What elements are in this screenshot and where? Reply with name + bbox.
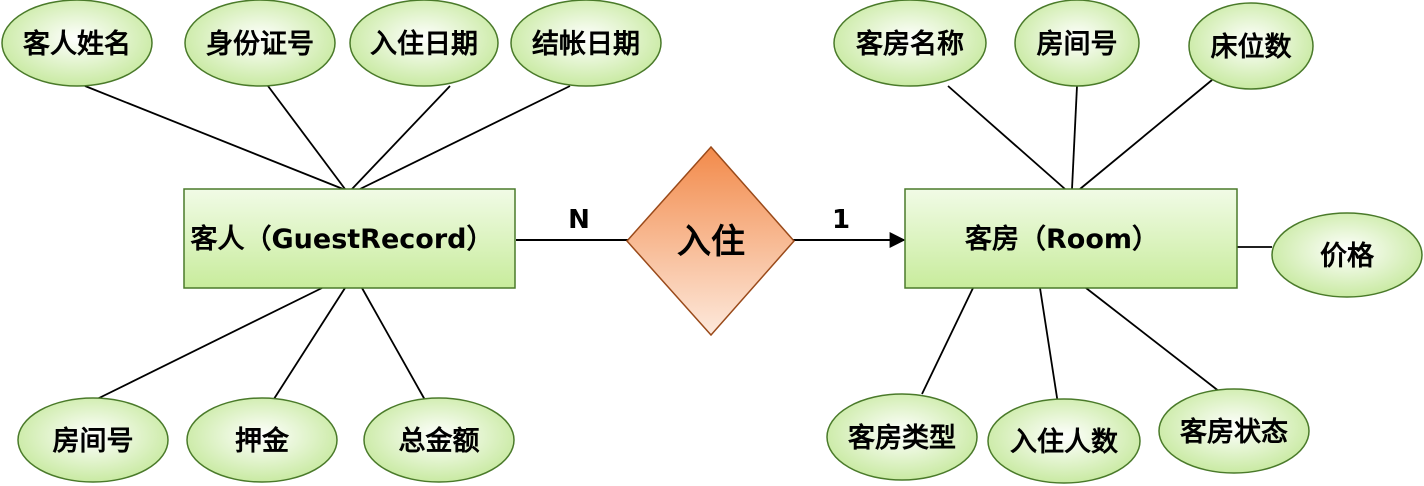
attr-guest-total-amount-ellipse	[363, 397, 515, 483]
room-attribute-connectors	[921, 79, 1272, 405]
attr-room-occupant-count-label: 入住人数	[1010, 426, 1119, 458]
attr-guest-name-ellipse	[1, 0, 153, 87]
attr-room-number[interactable]: 房间号	[1014, 0, 1140, 87]
attr-guest-deposit[interactable]: 押金	[186, 397, 338, 483]
entity-guest-label: 客人（GuestRecord）	[191, 223, 494, 255]
attr-guest-checkin-date-label: 入住日期	[370, 28, 478, 60]
attr-guest-name-label: 客人姓名	[23, 28, 131, 60]
connector-room-number	[1071, 85, 1078, 190]
attr-room-bed-count[interactable]: 床位数	[1188, 2, 1314, 90]
attr-room-name-label: 客房名称	[856, 28, 964, 60]
connector-guest-id-number	[267, 85, 346, 190]
entity-room[interactable]: 客房（Room）	[904, 188, 1238, 289]
connector-guest-name	[84, 85, 344, 190]
connector-room-bed-count	[1079, 79, 1213, 190]
attr-guest-room-number-ellipse	[17, 397, 169, 483]
attr-guest-total-amount[interactable]: 总金额	[363, 397, 515, 483]
attr-guest-id-number-ellipse	[184, 0, 336, 87]
attr-room-name-ellipse	[833, 0, 987, 87]
connector-room-type	[921, 287, 974, 395]
attr-room-bed-count-ellipse	[1188, 2, 1314, 90]
connector-room-name	[947, 85, 1066, 190]
relationship-diamond	[625, 145, 796, 337]
attr-guest-checkin-date[interactable]: 入住日期	[349, 0, 499, 87]
attr-guest-checkout-date[interactable]: 结帐日期	[510, 0, 662, 87]
attr-guest-room-number-label: 房间号	[53, 426, 134, 457]
cardinality-room-side: 1	[832, 205, 850, 235]
attr-guest-name[interactable]: 客人姓名	[1, 0, 153, 87]
attr-room-number-ellipse	[1014, 0, 1140, 87]
entity-guest-box	[183, 188, 516, 289]
guest-attribute-connectors	[84, 85, 571, 403]
attr-guest-deposit-ellipse	[186, 397, 338, 483]
attr-room-type-label: 客房类型	[848, 422, 956, 454]
connector-guest-checkout-date	[359, 85, 571, 190]
connector-guest-checkin-date	[351, 85, 451, 190]
attr-guest-checkout-date-ellipse	[510, 0, 662, 87]
attr-guest-id-number[interactable]: 身份证号	[184, 0, 336, 87]
connector-room-status	[1085, 287, 1221, 393]
attr-guest-deposit-label: 押金	[235, 425, 290, 457]
connector-guest-deposit	[271, 287, 346, 403]
cardinality-guest-side: N	[568, 205, 590, 235]
relationship-label: 入住	[677, 222, 745, 262]
connector-guest-total-amount	[361, 287, 426, 401]
attr-guest-room-number[interactable]: 房间号	[17, 397, 169, 483]
entity-room-label: 客房（Room）	[965, 223, 1159, 255]
attr-guest-id-number-label: 身份证号	[206, 28, 314, 60]
attr-guest-total-amount-label: 总金额	[399, 425, 480, 457]
attr-room-price[interactable]: 价格	[1271, 212, 1423, 298]
attr-room-type-ellipse	[826, 393, 978, 481]
attr-room-status[interactable]: 客房状态	[1158, 388, 1310, 474]
attr-guest-checkout-date-label: 结帐日期	[532, 29, 640, 60]
relationship-checkin[interactable]: 入住	[625, 145, 796, 337]
attr-room-price-ellipse	[1271, 212, 1423, 298]
attr-room-number-label: 房间号	[1037, 29, 1118, 60]
attr-room-status-ellipse	[1158, 388, 1310, 474]
attr-room-status-label: 客房状态	[1180, 416, 1288, 448]
attr-room-occupant-count[interactable]: 入住人数	[987, 398, 1141, 484]
attr-room-occupant-count-ellipse	[987, 398, 1141, 484]
connector-guest-room-number	[94, 287, 323, 401]
attr-room-type[interactable]: 客房类型	[826, 393, 978, 481]
connector-room-occupant-count	[1039, 287, 1059, 405]
attr-room-price-label: 价格	[1320, 241, 1375, 272]
attr-room-name[interactable]: 客房名称	[833, 0, 987, 87]
entity-room-box	[904, 188, 1238, 289]
attr-guest-checkin-date-ellipse	[349, 0, 499, 87]
attr-room-bed-count-label: 床位数	[1211, 31, 1293, 63]
entity-guest[interactable]: 客人（GuestRecord）	[183, 188, 516, 289]
